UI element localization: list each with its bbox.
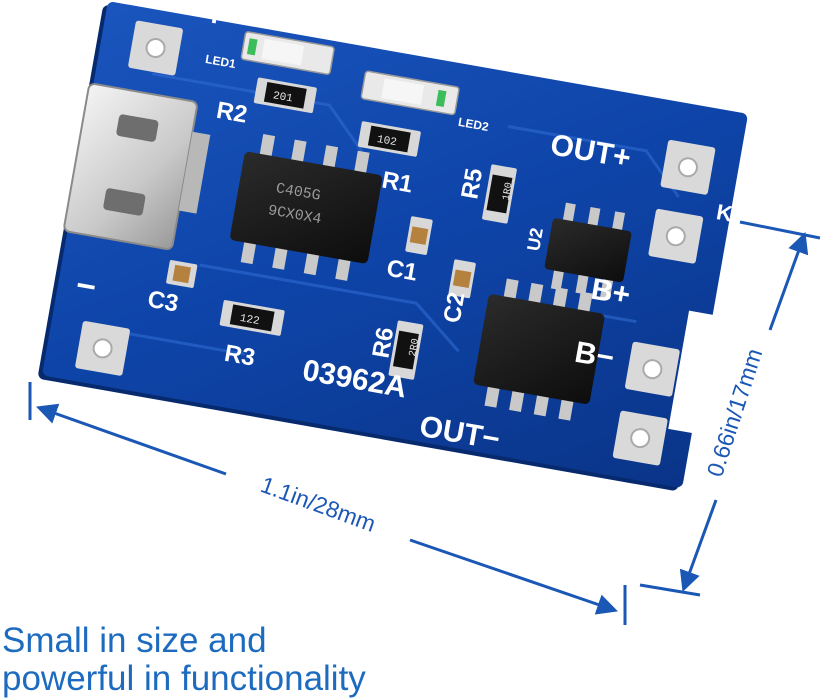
label-led2: LED2 [457, 115, 490, 134]
protection-chip [473, 278, 605, 421]
label-r1: R1 [380, 167, 415, 199]
pcb-board: + − LED1 LED2 R2 R1 R3 R5 R6 C1 C2 C3 U2… [38, 0, 748, 491]
resistor-code-122: 122 [239, 313, 261, 328]
caption-line-2: powerful in functionality [2, 659, 366, 698]
u2-chip [544, 202, 632, 299]
solder-pads [75, 20, 716, 466]
label-r5: R5 [456, 166, 488, 201]
label-r3: R3 [222, 340, 257, 372]
led1 [240, 31, 335, 75]
label-r6: R6 [367, 325, 399, 360]
height-label: 0.66in/17mm [701, 345, 767, 479]
charger-ic [230, 134, 383, 281]
label-r2: R2 [214, 97, 249, 129]
label-b-minus: B− [572, 336, 616, 375]
led2 [360, 70, 460, 116]
resistor-code-2r0: 2R0 [408, 338, 422, 358]
resistor-code-102: 102 [376, 134, 398, 149]
caption-line-1: Small in size and [2, 621, 267, 660]
resistors [219, 77, 517, 380]
label-k: K [715, 199, 735, 226]
capacitors [166, 216, 476, 299]
label-c1: C1 [385, 255, 420, 287]
resistor-code-201: 201 [272, 90, 294, 105]
width-label: 1.1in/28mm [257, 471, 379, 537]
label-b-plus: B+ [589, 273, 633, 312]
label-c3: C3 [146, 286, 181, 318]
resistor-code-1r0: 1R0 [502, 182, 516, 202]
micro-usb-connector [63, 83, 211, 250]
label-u2: U2 [523, 226, 547, 252]
label-led1: LED1 [204, 52, 237, 71]
label-c2: C2 [439, 290, 471, 325]
